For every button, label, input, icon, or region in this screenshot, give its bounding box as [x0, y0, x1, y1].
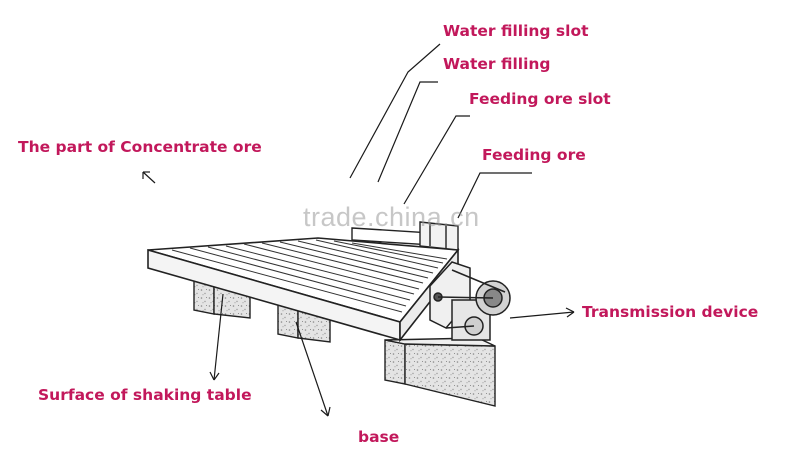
- leader-water-filling-slot: [349, 43, 441, 179]
- leader-table-surface: [213, 293, 224, 381]
- label-water-filling: Water filling: [443, 55, 551, 73]
- feed-troughs: [351, 221, 459, 251]
- label-feeding-ore: Feeding ore: [482, 146, 586, 164]
- label-water-filling-slot: Water filling slot: [443, 22, 589, 40]
- label-base: base: [358, 428, 400, 446]
- leader-feeding-ore-slot: [403, 115, 470, 205]
- deck-riffles: [171, 239, 448, 313]
- leader-feeding-ore: [457, 172, 532, 219]
- label-feeding-ore-slot: Feeding ore slot: [469, 90, 611, 108]
- drive-mechanism: [429, 261, 511, 341]
- leader-transmission: [509, 311, 575, 319]
- leader-concentrate: [142, 171, 156, 184]
- leader-water-filling: [377, 81, 438, 183]
- label-table-surface: Surface of shaking table: [38, 386, 252, 404]
- leader-base: [295, 321, 329, 417]
- leader-lines: [142, 43, 575, 417]
- label-transmission-device: Transmission device: [582, 303, 759, 321]
- watermark: trade.china.cn: [303, 202, 480, 232]
- label-concentrate-part: The part of Concentrate ore: [18, 138, 262, 156]
